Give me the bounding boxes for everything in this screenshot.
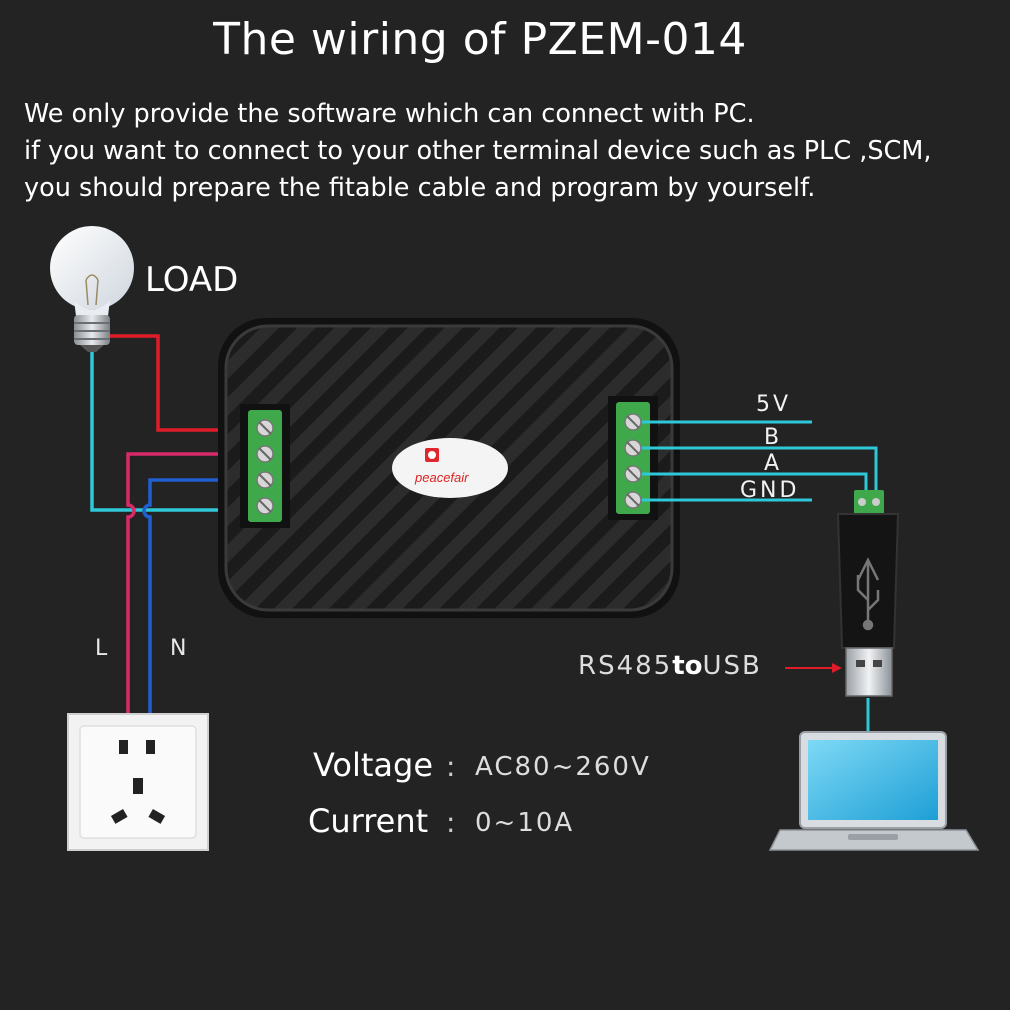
laptop-icon xyxy=(768,731,980,851)
neutral-label: N xyxy=(170,636,187,661)
voltage-colon: : xyxy=(446,750,456,783)
load-neutral-wire xyxy=(90,352,250,512)
pin-label-5v: 5V xyxy=(756,392,792,417)
converter-suffix: USB xyxy=(702,651,762,681)
intro-line-1: We only provide the software which can c… xyxy=(24,99,755,129)
pin-label-gnd: GND xyxy=(740,478,800,503)
diagram-title: The wiring of PZEM-014 xyxy=(213,14,747,65)
left-terminal-block xyxy=(240,404,290,528)
mains-neutral-wire xyxy=(142,478,250,745)
current-colon: : xyxy=(446,806,456,839)
converter-prefix: RS485 xyxy=(578,651,673,681)
brand-badge: peacefair xyxy=(392,438,508,498)
pin-label-b: B xyxy=(764,425,783,450)
load-live-wire xyxy=(110,334,250,432)
intro-line-2: if you want to connect to your other ter… xyxy=(24,136,932,166)
light-bulb-icon xyxy=(50,226,134,352)
wall-socket-icon xyxy=(67,713,209,851)
line-label: L xyxy=(95,636,108,661)
rs485-usb-converter-icon xyxy=(836,490,900,697)
mains-live-wire xyxy=(126,452,250,745)
wire-a xyxy=(642,472,868,494)
voltage-value: AC80~260V xyxy=(475,752,651,782)
wire-b xyxy=(642,446,878,494)
converter-joiner: to xyxy=(672,651,703,681)
current-value: 0~10A xyxy=(475,808,575,838)
voltage-label: Voltage xyxy=(313,746,434,784)
arrow-head-icon xyxy=(832,663,842,673)
intro-line-3: you should prepare the fitable cable and… xyxy=(24,173,816,203)
brand-name: peacefair xyxy=(414,470,469,485)
load-label: LOAD xyxy=(145,260,239,300)
current-label: Current xyxy=(308,802,429,840)
converter-label: RS485toUSB xyxy=(578,651,762,681)
pin-label-a: A xyxy=(764,451,783,476)
intro-text: We only provide the software which can c… xyxy=(24,96,1004,207)
